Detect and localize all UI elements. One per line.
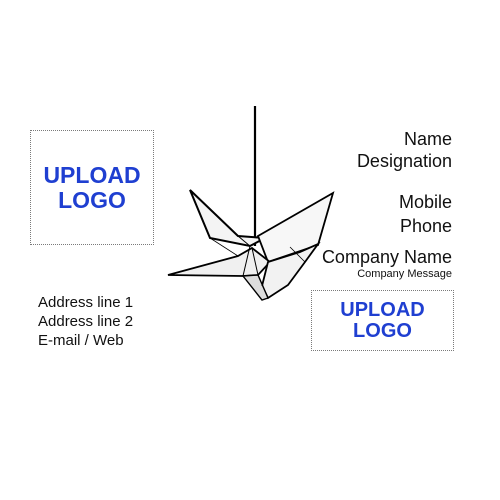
upload-logo-left-line2: LOGO bbox=[58, 186, 126, 213]
contact-phone: Phone bbox=[399, 216, 452, 236]
upload-logo-right-line1: UPLOAD bbox=[340, 298, 425, 321]
contact-name: Name bbox=[403, 129, 452, 149]
upload-logo-left-line1: UPLOAD bbox=[43, 162, 141, 189]
company-message: Company Message bbox=[357, 268, 452, 280]
company-name: Company Name bbox=[321, 247, 452, 267]
contact-mobile: Mobile bbox=[398, 192, 452, 212]
upload-logo-right[interactable]: UPLOAD LOGO bbox=[311, 290, 454, 351]
upload-logo-right-line2: LOGO bbox=[353, 319, 412, 342]
upload-logo-left[interactable]: UPLOAD LOGO bbox=[30, 130, 154, 245]
address-block: Address line 1 Address line 2 E-mail / W… bbox=[38, 293, 133, 350]
address-line-1: Address line 1 bbox=[38, 294, 134, 311]
email-web: E-mail / Web bbox=[38, 332, 124, 349]
contact-designation: Designation bbox=[356, 151, 452, 171]
address-line-2: Address line 2 bbox=[38, 313, 134, 330]
